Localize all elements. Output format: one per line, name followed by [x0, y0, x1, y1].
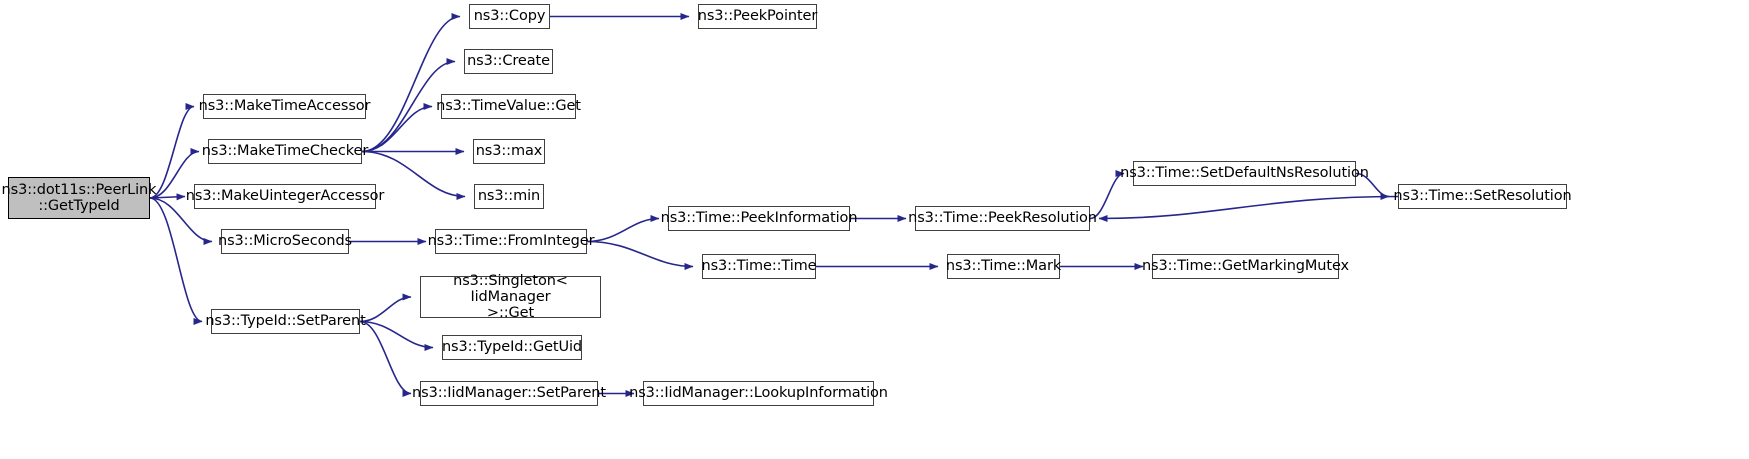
graph-node-typeIdSetParent[interactable]: ns3::TypeId::SetParent	[205, 309, 366, 334]
graph-node-min[interactable]: ns3::min	[474, 184, 544, 209]
graph-node-root[interactable]: ns3::dot11s::PeerLink ::GetTypeId	[2, 177, 157, 219]
edge-makeTimeChecker-to-copy	[361, 13, 461, 153]
graph-node-timeMark[interactable]: ns3::Time::Mark	[946, 254, 1061, 279]
graph-node-timeValueGet[interactable]: ns3::TimeValue::Get	[436, 94, 581, 119]
graph-node-copy[interactable]: ns3::Copy	[469, 4, 550, 29]
graph-node-peekInformation[interactable]: ns3::Time::PeekInformation	[661, 206, 858, 231]
edge-typeIdSetParent-to-iidManagerSetParent	[359, 320, 412, 397]
graph-node-singletonGet[interactable]: ns3::Singleton< IidManager >::Get	[420, 273, 601, 321]
graph-node-microSeconds[interactable]: ns3::MicroSeconds	[218, 229, 352, 254]
edge-typeIdSetParent-to-singletonGet	[359, 293, 412, 323]
edge-root-to-typeIdSetParent	[149, 197, 203, 325]
graph-node-max[interactable]: ns3::max	[473, 139, 545, 164]
graph-node-timeFromInteger[interactable]: ns3::Time::FromInteger	[428, 229, 595, 254]
graph-node-setDefaultNsRes[interactable]: ns3::Time::SetDefaultNsResolution	[1120, 161, 1369, 186]
graph-node-makeTimeChecker[interactable]: ns3::MakeTimeChecker	[202, 139, 368, 164]
graph-node-setResolution[interactable]: ns3::Time::SetResolution	[1393, 184, 1572, 209]
graph-node-makeUintegerAccessor[interactable]: ns3::MakeUintegerAccessor	[186, 184, 384, 209]
edge-typeIdSetParent-to-typeIdGetUid	[359, 320, 434, 351]
graph-node-peekPointer[interactable]: ns3::PeekPointer	[698, 4, 817, 29]
graph-node-peekResolution[interactable]: ns3::Time::PeekResolution	[908, 206, 1097, 231]
graph-node-iidManagerSetParent[interactable]: ns3::IidManager::SetParent	[412, 381, 606, 406]
edge-setResolution-to-peekResolution	[1098, 195, 1399, 222]
edge-root-to-makeTimeAccessor	[149, 103, 195, 199]
graph-node-timeTime[interactable]: ns3::Time::Time	[702, 254, 817, 279]
edge-makeTimeChecker-to-timeValueGet	[361, 103, 433, 153]
graph-node-lookupInformation[interactable]: ns3::IidManager::LookupInformation	[629, 381, 888, 406]
graph-node-typeIdGetUid[interactable]: ns3::TypeId::GetUid	[442, 335, 582, 360]
graph-node-getMarkingMutex[interactable]: ns3::Time::GetMarkingMutex	[1142, 254, 1349, 279]
graph-node-create[interactable]: ns3::Create	[464, 49, 553, 74]
graph-node-makeTimeAccessor[interactable]: ns3::MakeTimeAccessor	[199, 94, 371, 119]
edge-timeFromInteger-to-peekInformation	[586, 215, 660, 243]
edge-timeFromInteger-to-timeTime	[586, 240, 694, 270]
